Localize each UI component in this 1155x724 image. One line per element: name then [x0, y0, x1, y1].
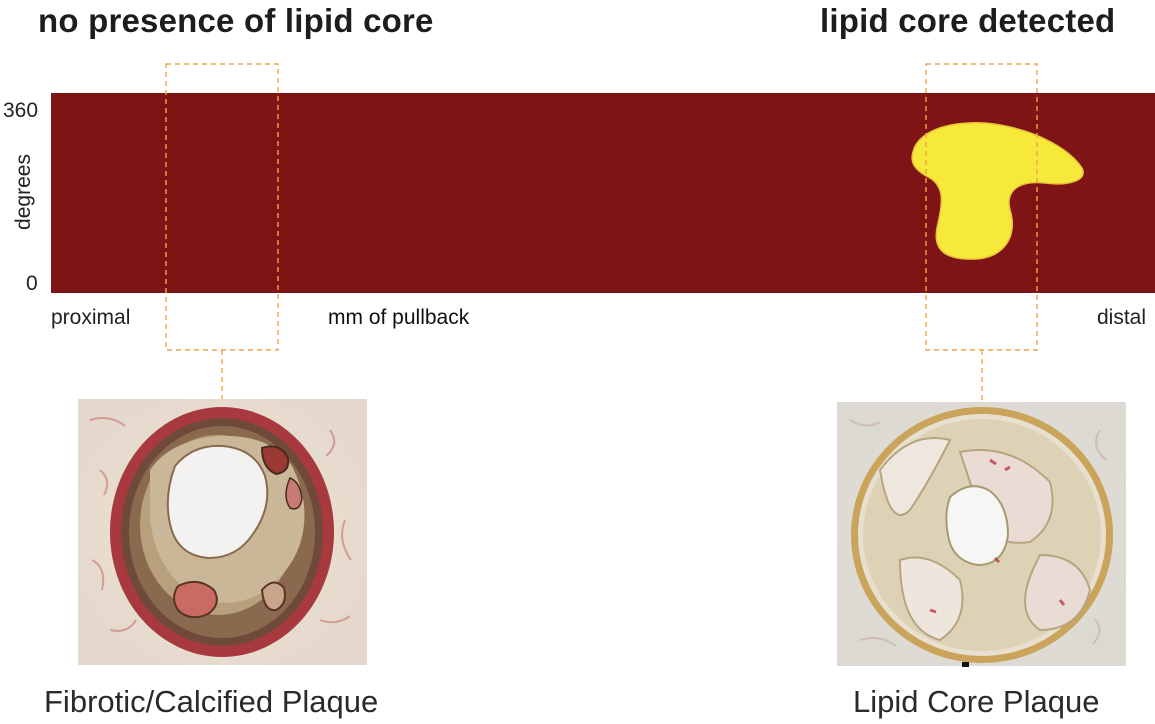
x-start-label: proximal — [51, 306, 131, 329]
heading-no-lipid-core: no presence of lipid core — [38, 2, 434, 39]
x-axis-label: mm of pullback — [328, 306, 470, 329]
lipid-core-region — [911, 122, 1084, 260]
y-tick-360: 360 — [3, 99, 39, 122]
caption-lipid-core: Lipid Core Plaque — [853, 684, 1100, 719]
histology-image-fibrotic-calcified — [78, 399, 367, 665]
x-end-label: distal — [1097, 306, 1147, 329]
y-tick-0: 0 — [26, 272, 38, 295]
caption-fibrotic-calcified: Fibrotic/Calcified Plaque — [44, 684, 379, 719]
y-axis-label: degrees — [11, 154, 35, 230]
heading-lipid-core-detected: lipid core detected — [820, 2, 1116, 39]
histology-image-lipid-core — [837, 402, 1126, 667]
